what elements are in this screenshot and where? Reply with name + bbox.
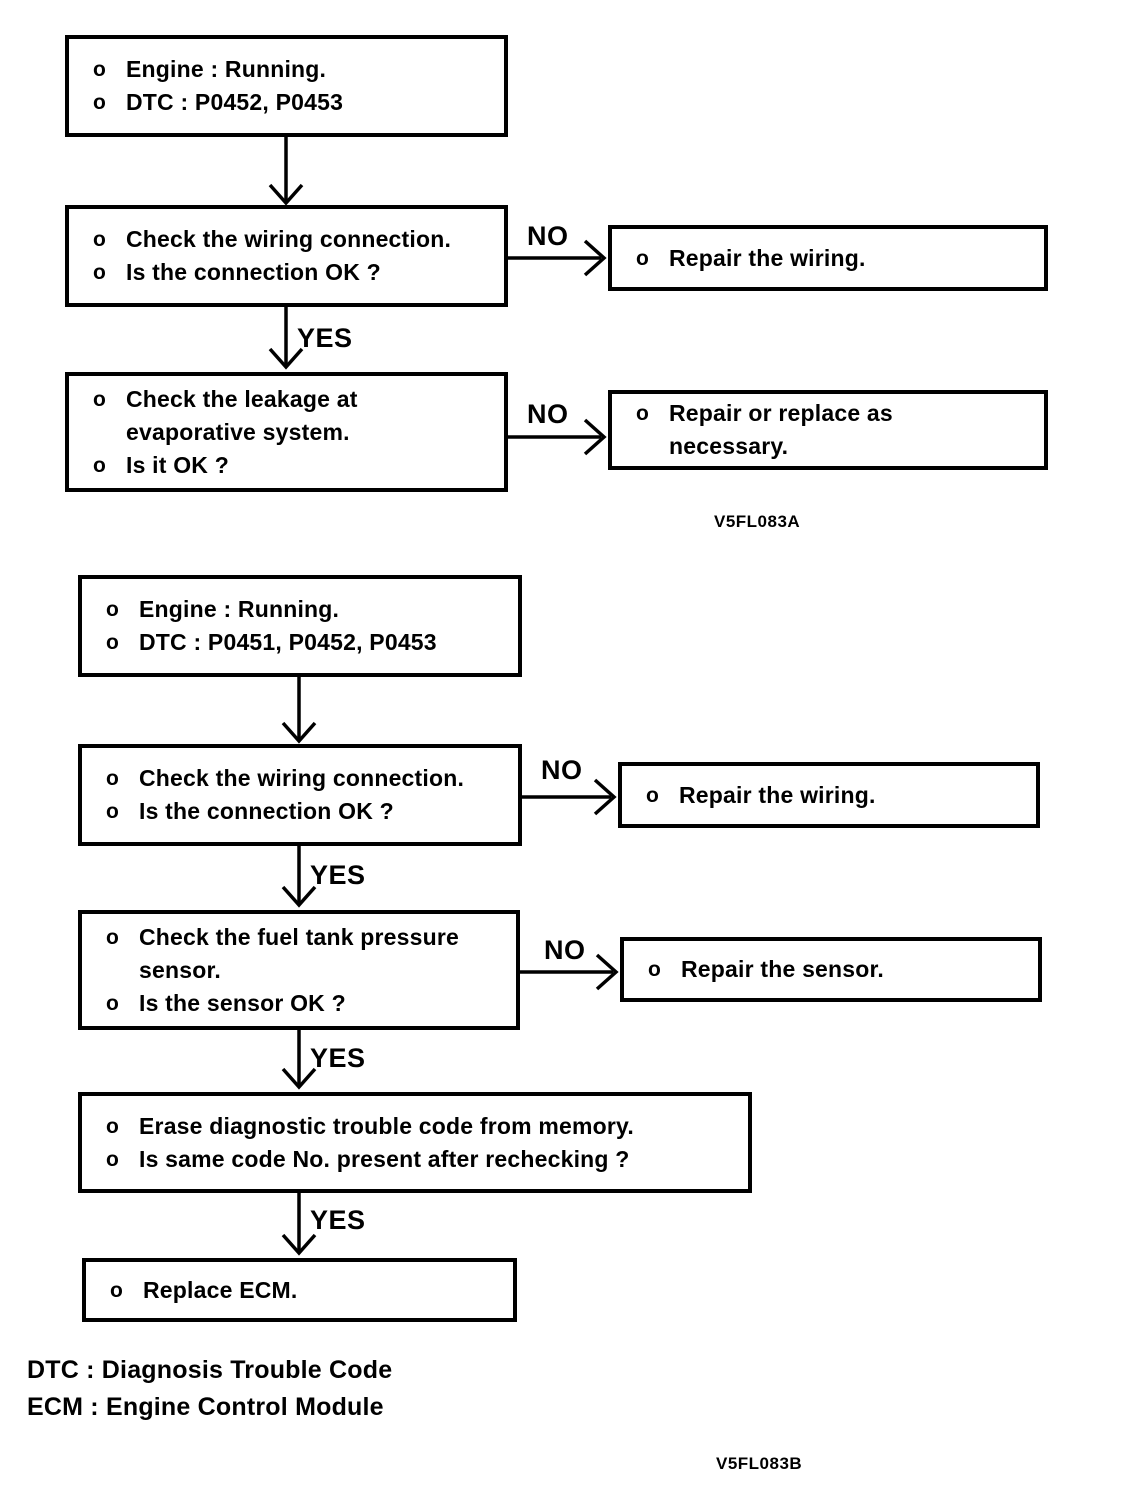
flow-box-erase-dtc-b: o Erase diagnostic trouble code from mem… [78, 1092, 752, 1193]
step-line: o Check the wiring connection. [69, 223, 504, 256]
action-text: Repair the sensor. [681, 956, 885, 982]
bullet-marker: o [106, 767, 119, 790]
bullet-marker: o [106, 800, 119, 823]
action-text: Repair or replace as necessary. [669, 400, 893, 459]
step-line: o Erase diagnostic trouble code from mem… [82, 1110, 748, 1143]
bullet-marker: o [106, 925, 119, 949]
flow-box-repair-sensor-b: o Repair the sensor. [620, 937, 1042, 1002]
action-text: Repair the wiring. [669, 244, 866, 271]
bullet-marker: o [110, 1278, 123, 1302]
step-line: o Is same code No. present after recheck… [82, 1143, 748, 1176]
bullet-marker: o [636, 246, 649, 270]
bullet-marker: o [93, 261, 106, 284]
step-text: Is same code No. present after recheckin… [139, 1145, 630, 1172]
branch-label-no: NO [527, 399, 569, 429]
bullet-marker: o [648, 958, 661, 981]
bullet-marker: o [636, 402, 649, 425]
condition-text: DTC : P0452, P0453 [126, 89, 344, 115]
bullet-marker: o [106, 598, 119, 621]
branch-label-no: NO [527, 221, 569, 251]
step-text: Is the connection OK ? [126, 259, 381, 285]
step-text: Erase diagnostic trouble code from memor… [139, 1112, 634, 1139]
abbreviation-legend: DTC : Diagnosis Trouble Code ECM : Engin… [27, 1352, 392, 1426]
bullet-marker: o [106, 631, 119, 654]
action-line: o Repair the wiring. [612, 242, 1044, 275]
branch-label-yes: YES [310, 1205, 366, 1235]
step-line: o Check the leakage at evaporative syste… [69, 383, 504, 449]
bullet-marker: o [106, 1147, 119, 1171]
arrow-no-b2-b3 [522, 778, 617, 816]
arrow-no-b4-b5 [520, 953, 619, 991]
arrow-down-a1-a2 [268, 137, 304, 206]
flow-box-check-wiring-a: o Check the wiring connection. o Is the … [65, 205, 508, 307]
step-text: Check the fuel tank pressure sensor. [139, 923, 460, 983]
step-text: Check the wiring connection. [139, 765, 465, 791]
step-text: Check the wiring connection. [126, 226, 452, 252]
step-line: o Check the wiring connection. [82, 762, 518, 795]
action-text: Repair the wiring. [679, 781, 876, 808]
condition-line: o Engine : Running. [82, 593, 518, 626]
flow-box-repair-wiring-b: o Repair the wiring. [618, 762, 1040, 828]
arrow-no-a2-a3 [508, 239, 607, 277]
step-text: Check the leakage at evaporative system. [126, 385, 358, 445]
branch-label-no: NO [541, 755, 583, 785]
flow-box-engine-dtc-a: o Engine : Running. o DTC : P0452, P0453 [65, 35, 508, 137]
bullet-marker: o [93, 91, 106, 114]
figure-code-b: V5FL083B [716, 1454, 803, 1473]
condition-line: o Engine : Running. [69, 53, 504, 86]
flow-box-engine-dtc-b: o Engine : Running. o DTC : P0451, P0452… [78, 575, 522, 677]
branch-label-yes: YES [310, 860, 366, 890]
arrow-no-a4-a5 [508, 418, 607, 456]
bullet-marker: o [646, 783, 659, 807]
flow-box-check-leakage-a: o Check the leakage at evaporative syste… [65, 372, 508, 492]
condition-text: DTC : P0451, P0452, P0453 [139, 629, 437, 655]
action-line: o Repair or replace as necessary. [612, 397, 1044, 463]
figure-code-a: V5FL083A [714, 512, 801, 531]
arrow-yes-b4-b6 [281, 1030, 317, 1090]
flow-box-check-wiring-b: o Check the wiring connection. o Is the … [78, 744, 522, 846]
step-line: o Is the connection OK ? [82, 795, 518, 828]
arrow-yes-b2-b4 [281, 846, 317, 908]
flow-box-repair-wiring-a: o Repair the wiring. [608, 225, 1048, 291]
action-line: o Repair the sensor. [624, 953, 1038, 986]
step-text: Is the sensor OK ? [139, 989, 346, 1016]
flow-box-check-sensor-b: o Check the fuel tank pressure sensor. o… [78, 910, 520, 1030]
step-line: o Is it OK ? [69, 449, 504, 482]
bullet-marker: o [106, 1114, 119, 1138]
step-text: Is the connection OK ? [139, 798, 394, 824]
condition-line: o DTC : P0452, P0453 [69, 86, 504, 119]
step-line: o Is the sensor OK ? [82, 987, 516, 1020]
bullet-marker: o [106, 991, 119, 1015]
bullet-marker: o [93, 228, 106, 251]
flow-box-replace-ecm-b: o Replace ECM. [82, 1258, 517, 1322]
step-text: Is it OK ? [126, 451, 229, 478]
flow-box-repair-replace-a: o Repair or replace as necessary. [608, 390, 1048, 470]
step-line: o Check the fuel tank pressure sensor. [82, 921, 516, 987]
legend-line-ecm: ECM : Engine Control Module [27, 1393, 384, 1421]
bullet-marker: o [93, 387, 106, 411]
branch-label-no: NO [544, 935, 586, 965]
condition-line: o DTC : P0451, P0452, P0453 [82, 626, 518, 659]
arrow-yes-b6-b7 [281, 1193, 317, 1256]
legend-line-dtc: DTC : Diagnosis Trouble Code [27, 1356, 393, 1384]
action-text: Replace ECM. [143, 1276, 298, 1303]
arrow-down-b1-b2 [281, 677, 317, 744]
branch-label-yes: YES [310, 1043, 366, 1073]
condition-text: Engine : Running. [126, 56, 327, 82]
arrow-yes-a2-a4 [268, 307, 304, 370]
bullet-marker: o [93, 58, 106, 81]
condition-text: Engine : Running. [139, 596, 340, 622]
action-line: o Replace ECM. [86, 1274, 513, 1307]
step-line: o Is the connection OK ? [69, 256, 504, 289]
branch-label-yes: YES [297, 323, 353, 353]
bullet-marker: o [93, 453, 106, 477]
action-line: o Repair the wiring. [622, 779, 1036, 812]
